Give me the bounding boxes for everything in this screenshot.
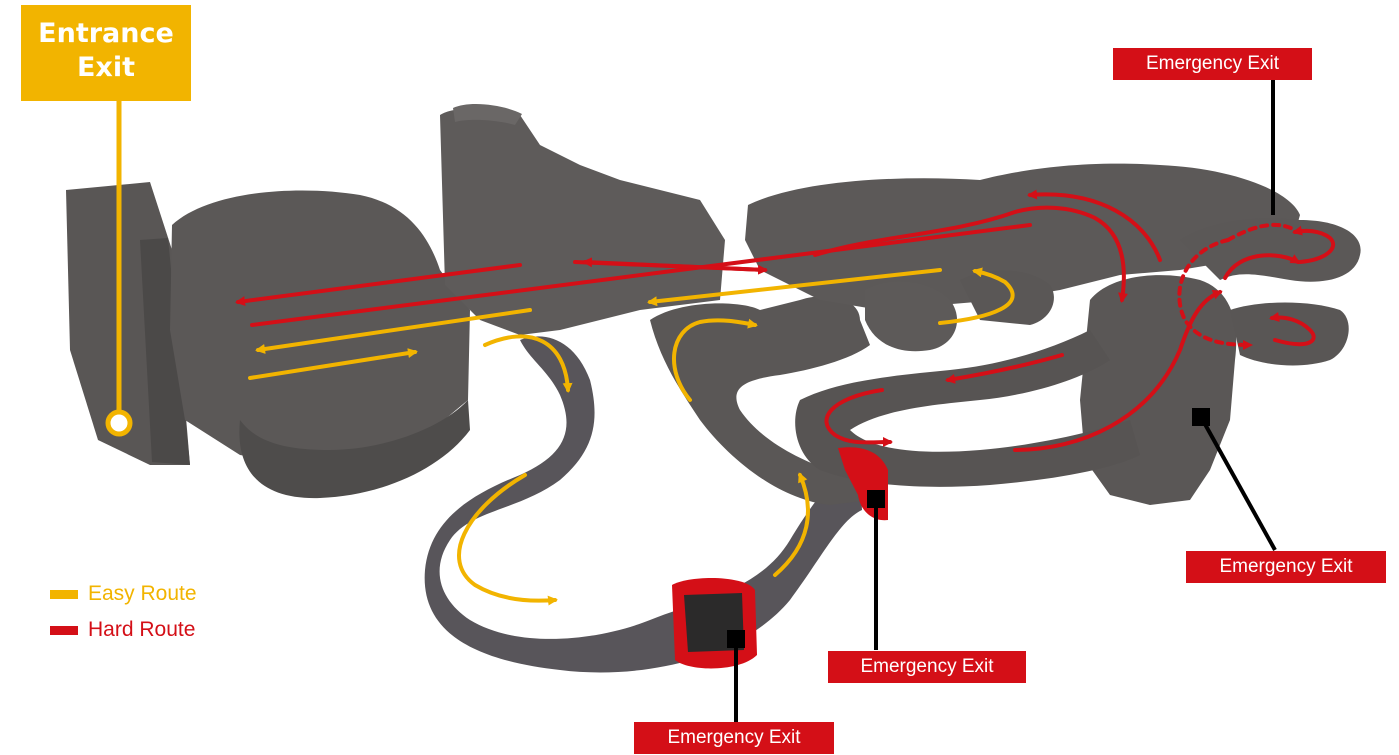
- legend: Easy Route Hard Route: [50, 576, 197, 648]
- emergency-exit-label-middle: Emergency Exit: [828, 651, 1026, 683]
- cave-left-chamber: [170, 190, 470, 470]
- cave-tunnel-a: [425, 336, 862, 672]
- entrance-exit-label: Entrance Exit: [21, 5, 191, 101]
- legend-swatch-easy: [50, 590, 78, 599]
- legend-label-hard: Hard Route: [88, 618, 195, 642]
- entrance-label-line1: Entrance: [21, 17, 191, 51]
- emergency-exit-label-top-right: Emergency Exit: [1113, 48, 1312, 80]
- emergency-exit-label-bottom: Emergency Exit: [634, 722, 834, 754]
- legend-item-easy: Easy Route: [50, 576, 197, 612]
- emergency-exit-label-right: Emergency Exit: [1186, 551, 1386, 583]
- legend-swatch-hard: [50, 626, 78, 635]
- legend-label-easy: Easy Route: [88, 582, 197, 606]
- entrance-label-line2: Exit: [21, 51, 191, 85]
- cave-right-coil-bottom: [1230, 303, 1349, 366]
- cave-model: [66, 104, 1361, 672]
- legend-item-hard: Hard Route: [50, 612, 197, 648]
- cave-tower: [440, 109, 725, 335]
- cave-right-pillar: [1080, 275, 1236, 505]
